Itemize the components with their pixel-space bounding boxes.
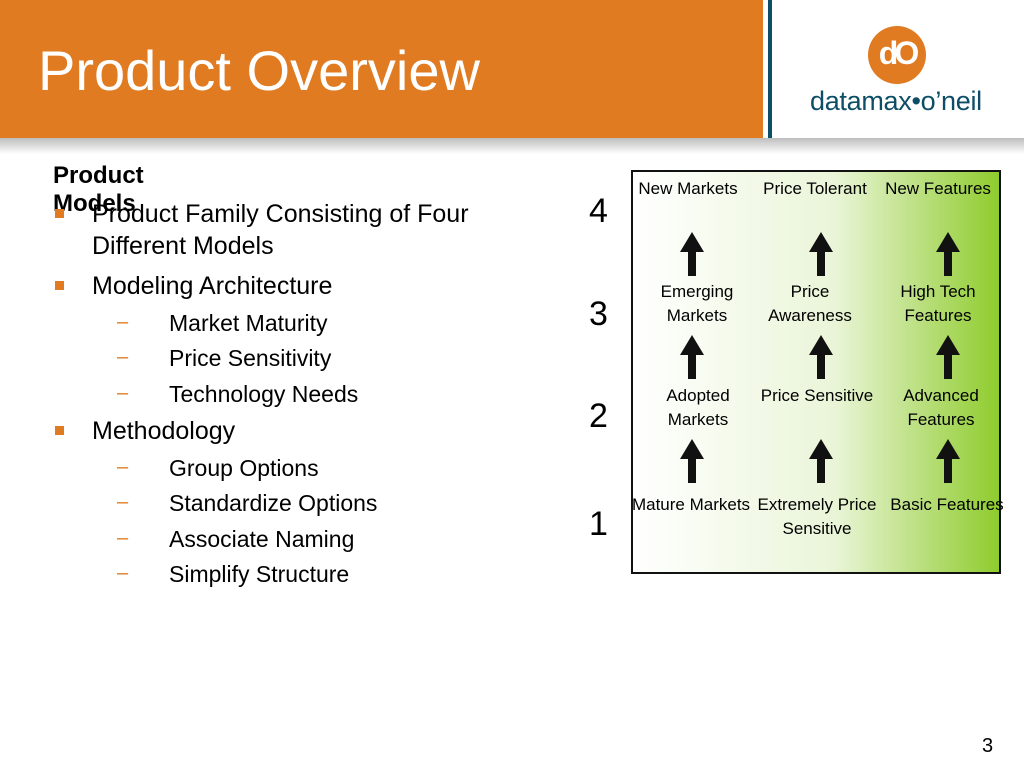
matrix-cell: Emerging Markets: [660, 282, 734, 325]
page-number: 3: [982, 735, 994, 757]
header-orange-band: [0, 0, 763, 138]
company-logo-text: datamax•o’neil: [810, 86, 982, 116]
up-arrow-icon: [936, 439, 960, 483]
matrix-cell: Adopted Markets: [666, 386, 730, 429]
matrix-cell: New Markets: [638, 179, 738, 198]
company-logo-mark: dO: [868, 26, 926, 84]
up-arrow-icon: [680, 439, 704, 483]
matrix-cell: New Features: [885, 179, 991, 198]
dash-bullet: –: [117, 527, 129, 549]
matrix-cell: High Tech Features: [900, 282, 976, 325]
matrix-cell: Price Sensitive: [760, 386, 874, 405]
up-arrow-icon: [809, 439, 833, 483]
matrix-cell: Mature Markets: [631, 495, 751, 514]
model-matrix: New Markets Price Tolerant New Features …: [631, 170, 1004, 574]
bullet-square-icon: [55, 209, 64, 218]
level-label-4: 4: [589, 192, 608, 230]
header-shadow: [0, 138, 1024, 154]
sub-bullet-item: Associate Naming: [169, 526, 355, 552]
slide-title: Product Overview: [38, 39, 480, 102]
level-label-2: 2: [589, 397, 608, 435]
dash-bullet: –: [117, 382, 129, 404]
section-heading: Product Models: [53, 162, 144, 217]
up-arrow-icon: [680, 232, 704, 276]
dash-bullet: –: [117, 346, 129, 368]
dash-bullet: –: [117, 562, 129, 584]
sub-bullet-item: Simplify Structure: [169, 561, 350, 587]
matrix-cell: Extremely Price Sensitive: [757, 495, 877, 538]
dash-bullet: –: [117, 491, 129, 513]
up-arrow-icon: [936, 232, 960, 276]
matrix-cell: Advanced Features: [903, 386, 979, 429]
sub-bullet-item: Standardize Options: [169, 490, 378, 516]
bullet-square-icon: [55, 281, 64, 290]
header-separator: [763, 0, 768, 138]
level-label-1: 1: [589, 505, 608, 543]
sub-bullet-item: Price Sensitivity: [169, 345, 332, 371]
matrix-cell: Price Awareness: [768, 282, 852, 325]
matrix-cell: Basic Features: [890, 495, 1004, 514]
dash-bullet: –: [117, 311, 129, 333]
sub-bullet-item: Group Options: [169, 455, 319, 481]
dash-bullet: –: [117, 456, 129, 478]
bullet-item: Product Family Consisting of Four Differ…: [92, 200, 469, 260]
level-label-3: 3: [589, 295, 608, 333]
up-arrow-icon: [680, 335, 704, 379]
slide-header: Product Overview dO datamax•o’neil: [0, 0, 1024, 138]
up-arrow-icon: [809, 335, 833, 379]
bullet-item: Modeling Architecture: [92, 272, 333, 300]
bullet-item: Methodology: [92, 417, 236, 445]
sub-bullet-item: Market Maturity: [169, 310, 328, 336]
up-arrow-icon: [809, 232, 833, 276]
bullet-square-icon: [55, 426, 64, 435]
sub-bullet-item: Technology Needs: [169, 381, 359, 407]
up-arrow-icon: [936, 335, 960, 379]
matrix-cell: Price Tolerant: [763, 179, 867, 198]
